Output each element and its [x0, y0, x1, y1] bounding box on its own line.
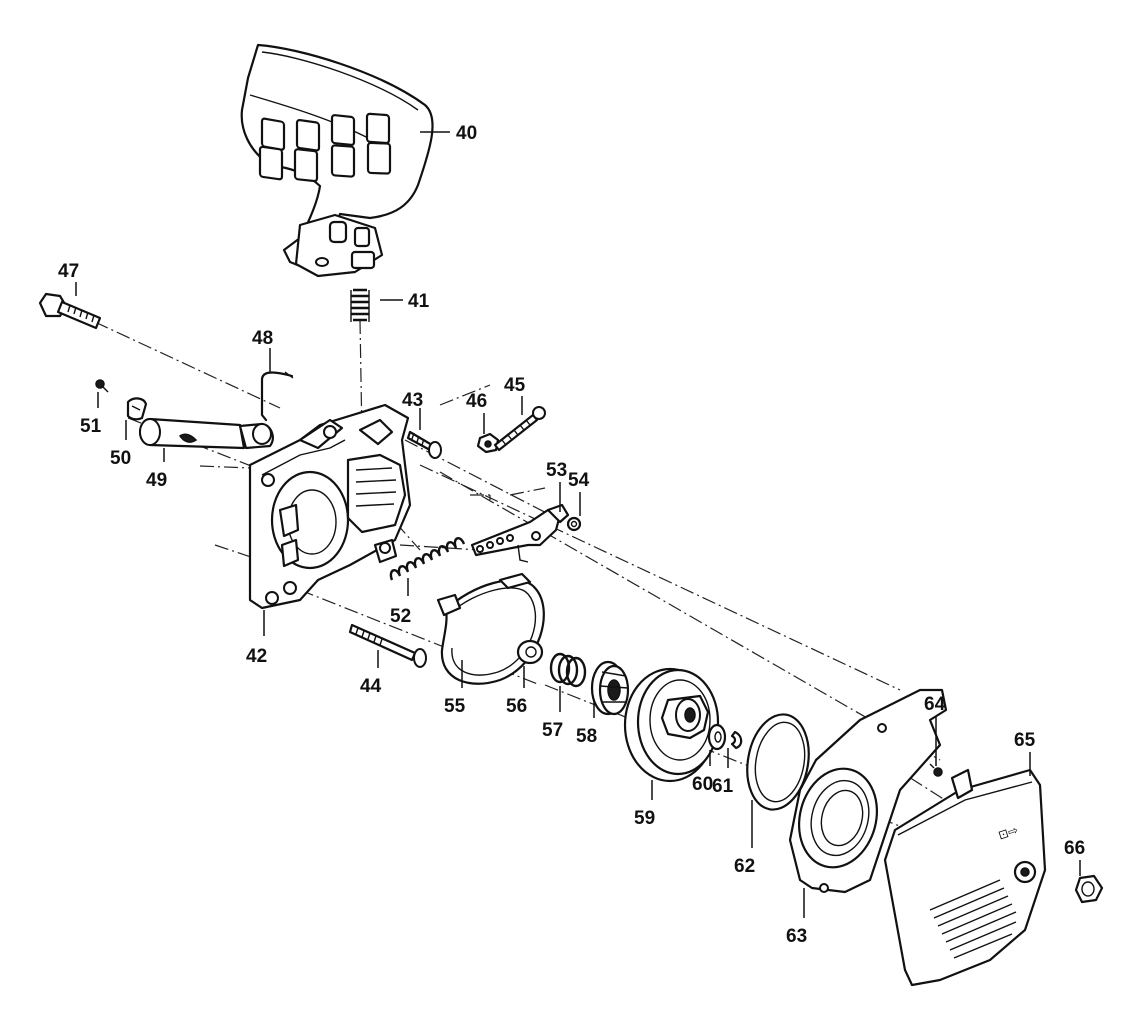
callout-41: 41 [408, 291, 430, 312]
callout-63: 63 [786, 926, 807, 947]
callout-42: 42 [246, 646, 267, 667]
callout-50: 50 [110, 448, 131, 469]
callout-65: 65 [1014, 730, 1036, 751]
part-56-washer [516, 639, 544, 665]
callout-62: 62 [734, 856, 755, 877]
cover-marking: ⊡⇨ [996, 823, 1019, 843]
part-48-wire-rod [260, 371, 294, 422]
part-41-spring [350, 288, 370, 322]
callout-51: 51 [80, 416, 102, 437]
leader-lines [75, 131, 1081, 918]
part-44-screw [348, 623, 427, 668]
callout-52: 52 [390, 606, 411, 627]
callout-53: 53 [546, 460, 567, 481]
callout-44: 44 [360, 676, 382, 697]
callout-58: 58 [576, 726, 597, 747]
callout-43: 43 [402, 390, 423, 411]
part-45-long-screw [493, 406, 546, 452]
callout-59: 59 [634, 808, 655, 829]
part-61-e-clip [730, 730, 743, 750]
callout-47: 47 [58, 261, 79, 282]
callout-61: 61 [712, 776, 734, 797]
callout-64: 64 [924, 694, 946, 715]
part-42-brake-housing [248, 403, 412, 610]
callout-56: 56 [506, 696, 527, 717]
part-55-brake-band [436, 572, 545, 685]
callout-labels: 40 41 42 43 44 45 46 47 48 49 50 51 52 5… [58, 123, 1085, 947]
callout-54: 54 [568, 470, 590, 491]
part-60-washer [707, 723, 727, 751]
part-63-side-plate [788, 688, 948, 894]
part-43-screw [406, 430, 442, 459]
part-46-nut [476, 432, 500, 454]
part-50-clip [126, 397, 148, 421]
callout-66: 66 [1064, 838, 1085, 859]
callout-46: 46 [466, 391, 487, 412]
callout-60: 60 [692, 774, 713, 795]
callout-49: 49 [146, 470, 167, 491]
part-57-spring [549, 652, 587, 688]
part-52-spring [389, 537, 466, 581]
callout-55: 55 [444, 696, 466, 717]
part-47-bolt [38, 292, 102, 330]
part-62-ring [746, 713, 810, 811]
callout-40: 40 [456, 123, 477, 144]
part-51-screw [95, 379, 109, 393]
callout-45: 45 [504, 375, 526, 396]
part-64-screw [929, 763, 943, 777]
part-65-sprocket-cover: ⊡⇨ [883, 768, 1047, 987]
part-53-brake-lever [470, 503, 570, 563]
part-58-clutch-hub [590, 660, 630, 716]
part-49-bushing [139, 417, 274, 450]
part-59-clutch-drum [623, 667, 720, 783]
callout-57: 57 [542, 720, 563, 741]
part-54-washer [566, 516, 582, 532]
callout-48: 48 [252, 328, 273, 349]
part-66-nut [1074, 874, 1104, 904]
part-40-hand-guard [240, 43, 434, 278]
